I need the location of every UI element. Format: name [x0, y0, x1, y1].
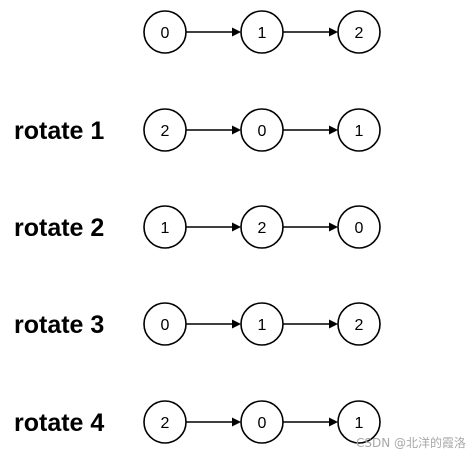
node-circle [240, 400, 284, 444]
list-node: 0 [240, 400, 284, 444]
node-circle [240, 108, 284, 152]
list-node: 2 [240, 205, 284, 249]
list-node: 1 [337, 108, 381, 152]
node-value: 2 [355, 317, 364, 334]
list-node: 0 [143, 10, 187, 54]
node-circle [240, 302, 284, 346]
arrow-head-icon [329, 27, 338, 37]
node-circle [337, 302, 381, 346]
arrow-head-icon [329, 125, 338, 135]
node-circle [143, 302, 187, 346]
list-node: 0 [240, 108, 284, 152]
linked-list-row: rotate 3 0 1 2 [14, 302, 381, 346]
list-node: 1 [143, 205, 187, 249]
row-label: rotate 1 [14, 117, 104, 145]
list-node: 1 [240, 10, 284, 54]
node-value: 0 [258, 415, 267, 432]
node-circle [143, 10, 187, 54]
node-circle [143, 400, 187, 444]
node-circle [337, 108, 381, 152]
list-node: 2 [143, 108, 187, 152]
watermark-text: CSDN @北洋的霞洛 [356, 435, 466, 450]
linked-list-row: rotate 4 2 0 1 [14, 400, 381, 444]
node-value: 0 [161, 317, 170, 334]
arrow-head-icon [232, 417, 241, 427]
list-node: 2 [337, 10, 381, 54]
list-node: 1 [240, 302, 284, 346]
node-value: 2 [161, 415, 170, 432]
linked-list-row: rotate 2 1 2 0 [14, 205, 381, 249]
node-value: 0 [355, 220, 364, 237]
arrow-head-icon [232, 125, 241, 135]
linked-list-row: 0 1 2 [143, 10, 381, 54]
list-node: 2 [143, 400, 187, 444]
node-circle [337, 400, 381, 444]
arrow-head-icon [232, 27, 241, 37]
list-node: 0 [143, 302, 187, 346]
arrow-head-icon [232, 319, 241, 329]
node-circle [143, 108, 187, 152]
list-node: 0 [337, 205, 381, 249]
node-value: 2 [258, 220, 267, 237]
arrow-head-icon [329, 417, 338, 427]
node-value: 1 [355, 123, 364, 140]
node-circle [240, 10, 284, 54]
node-value: 0 [161, 25, 170, 42]
node-value: 1 [258, 25, 267, 42]
node-value: 1 [258, 317, 267, 334]
node-value: 2 [161, 123, 170, 140]
node-circle [240, 205, 284, 249]
row-label: rotate 4 [14, 409, 104, 437]
node-circle [337, 10, 381, 54]
list-node: 1 [337, 400, 381, 444]
arrow-head-icon [329, 319, 338, 329]
node-circle [337, 205, 381, 249]
arrow-head-icon [329, 222, 338, 232]
node-circle [143, 205, 187, 249]
row-label: rotate 3 [14, 311, 104, 339]
linked-list-row: rotate 1 2 0 1 [14, 108, 381, 152]
node-value: 1 [161, 220, 170, 237]
node-value: 0 [258, 123, 267, 140]
list-node: 2 [337, 302, 381, 346]
node-value: 2 [355, 25, 364, 42]
arrow-head-icon [232, 222, 241, 232]
node-value: 1 [355, 415, 364, 432]
row-label: rotate 2 [14, 214, 104, 242]
